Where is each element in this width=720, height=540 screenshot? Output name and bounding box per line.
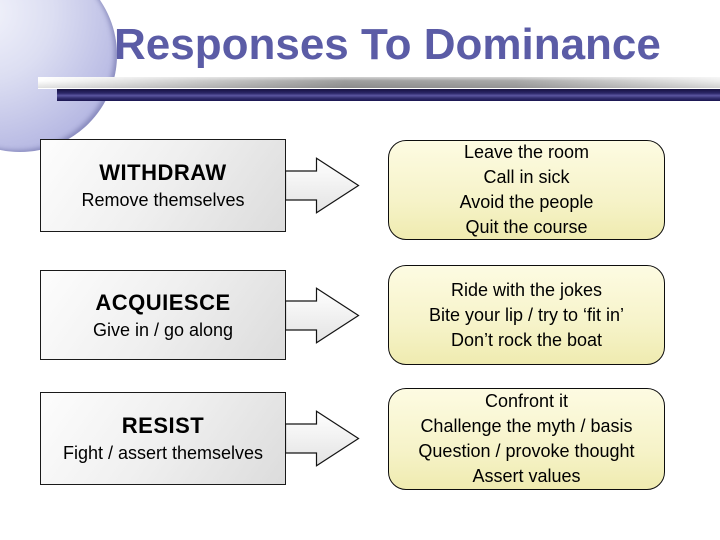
category-box-acquiesce: ACQUIESCE Give in / go along [40, 270, 286, 360]
response-line: Question / provoke thought [418, 441, 635, 461]
responses-box-acquiesce: Ride with the jokes Bite your lip / try … [388, 265, 665, 365]
responses-box-withdraw: Leave the room Call in sick Avoid the pe… [388, 140, 665, 240]
slide-title: Responses To Dominance [114, 20, 661, 69]
category-label: WITHDRAW [99, 160, 227, 185]
response-line: Avoid the people [459, 192, 594, 212]
category-box-resist: RESIST Fight / assert themselves [40, 392, 286, 485]
response-line: Bite your lip / try to ‘fit in’ [428, 304, 625, 325]
decorative-circle [0, 0, 117, 152]
response-line: Challenge the myth / basis [420, 416, 633, 436]
response-line: Don’t rock the boat [450, 329, 603, 350]
right-arrow-icon [285, 287, 360, 344]
response-line: Confront it [484, 391, 569, 411]
category-label: RESIST [121, 413, 205, 438]
response-line: Leave the room [463, 142, 590, 162]
right-arrow-icon [285, 410, 360, 467]
right-arrow-icon [285, 157, 360, 214]
title-rule-gray [38, 77, 720, 88]
response-line: Assert values [472, 466, 581, 486]
category-sublabel: Give in / go along [92, 319, 234, 340]
category-label: ACQUIESCE [95, 289, 231, 315]
response-line: Quit the course [465, 217, 588, 237]
category-box-withdraw: WITHDRAW Remove themselves [40, 139, 286, 232]
responses-box-resist: Confront it Challenge the myth / basis Q… [388, 388, 665, 490]
response-line: Call in sick [483, 167, 570, 187]
category-sublabel: Remove themselves [81, 190, 245, 210]
response-line: Ride with the jokes [450, 279, 603, 300]
category-sublabel: Fight / assert themselves [62, 443, 264, 463]
title-rule-navy [57, 89, 720, 101]
